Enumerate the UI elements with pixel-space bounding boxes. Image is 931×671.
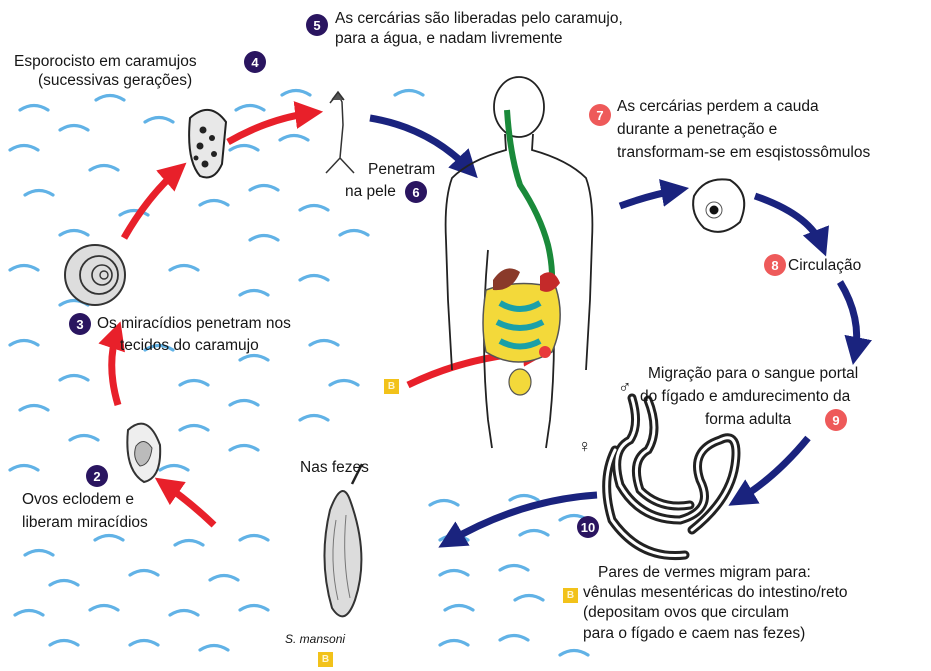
arrow-snail-to-sporocyst [124,170,178,238]
arrow-human-to-schistosomulum [620,190,678,206]
egg-species-label: S. mansoni [285,630,345,649]
blue-arrows [370,118,857,542]
step-7-badge: 7 [589,104,611,126]
step-10-line1: Pares de vermes migram para: [598,563,811,582]
step-9-line2: do fígado e amdurecimento da [640,387,850,406]
step-8-badge: 8 [764,254,786,276]
arrow-to-circulation [755,196,822,246]
step-5-badge: 5 [306,14,328,36]
miracidium-icon [127,424,160,482]
arrow-miracidium-to-snail [112,332,118,405]
step-10-badge: 10 [577,516,599,538]
egg-label: Nas fezes [300,458,369,477]
step-6-badge: 6 [405,181,427,203]
water-waves [10,91,588,656]
sporocyst-icon [189,110,226,178]
step-9-line1: Migração para o sangue portal [648,364,858,383]
step-2-badge: 2 [86,465,108,487]
step-4-line2: (sucessivas gerações) [38,71,192,90]
b-marker-icon: B [384,379,399,394]
step-4-badge: 4 [244,51,266,73]
step-10-line2: vênulas mesentéricas do intestino/reto [583,583,848,602]
step-3-badge: 3 [69,313,91,335]
cercaria-icon [326,92,354,173]
step-9-line3: forma adulta [705,410,791,429]
step-5-line2: para a água, e nadam livremente [335,29,562,48]
b-marker-icon: B [563,588,578,603]
step-9-badge: 9 [825,409,847,431]
snail-icon [65,245,125,305]
b-marker-icon: B [318,652,333,667]
male-symbol: ♂ [618,378,632,397]
step-2-line2: liberam miracídios [22,513,148,532]
step-7-line2: durante a penetração e [617,120,777,139]
arrow-liver-to-worms [738,438,808,500]
female-symbol: ♀ [578,437,592,456]
step-7-line1: As cercárias perdem a cauda [617,97,819,116]
step-3-line2: tecidos do caramujo [120,336,259,355]
step-8-label: Circulação [788,256,861,275]
step-4-line1: Esporocisto em caramujos [14,52,197,71]
arrow-egg-to-hatching [164,484,214,525]
schistosoma-egg-icon [324,464,362,616]
step-7-line3: transformam-se em esqistossômulos [617,143,870,162]
step-2-line1: Ovos eclodem e [22,490,134,509]
step-3-line1: Os miracídios penetram nos [97,314,291,333]
step-6-line2: na pele [345,182,396,201]
schistosomulum-icon [693,179,744,232]
step-10-line4: para o fígado e caem nas fezes) [583,624,805,643]
arrow-circulation-to-liver [840,282,857,354]
step-6-line1: Penetram [368,160,435,179]
step-5-line1: As cercárias são liberadas pelo caramujo… [335,9,623,28]
step-10-line3: (depositam ovos que circulam [583,603,789,622]
